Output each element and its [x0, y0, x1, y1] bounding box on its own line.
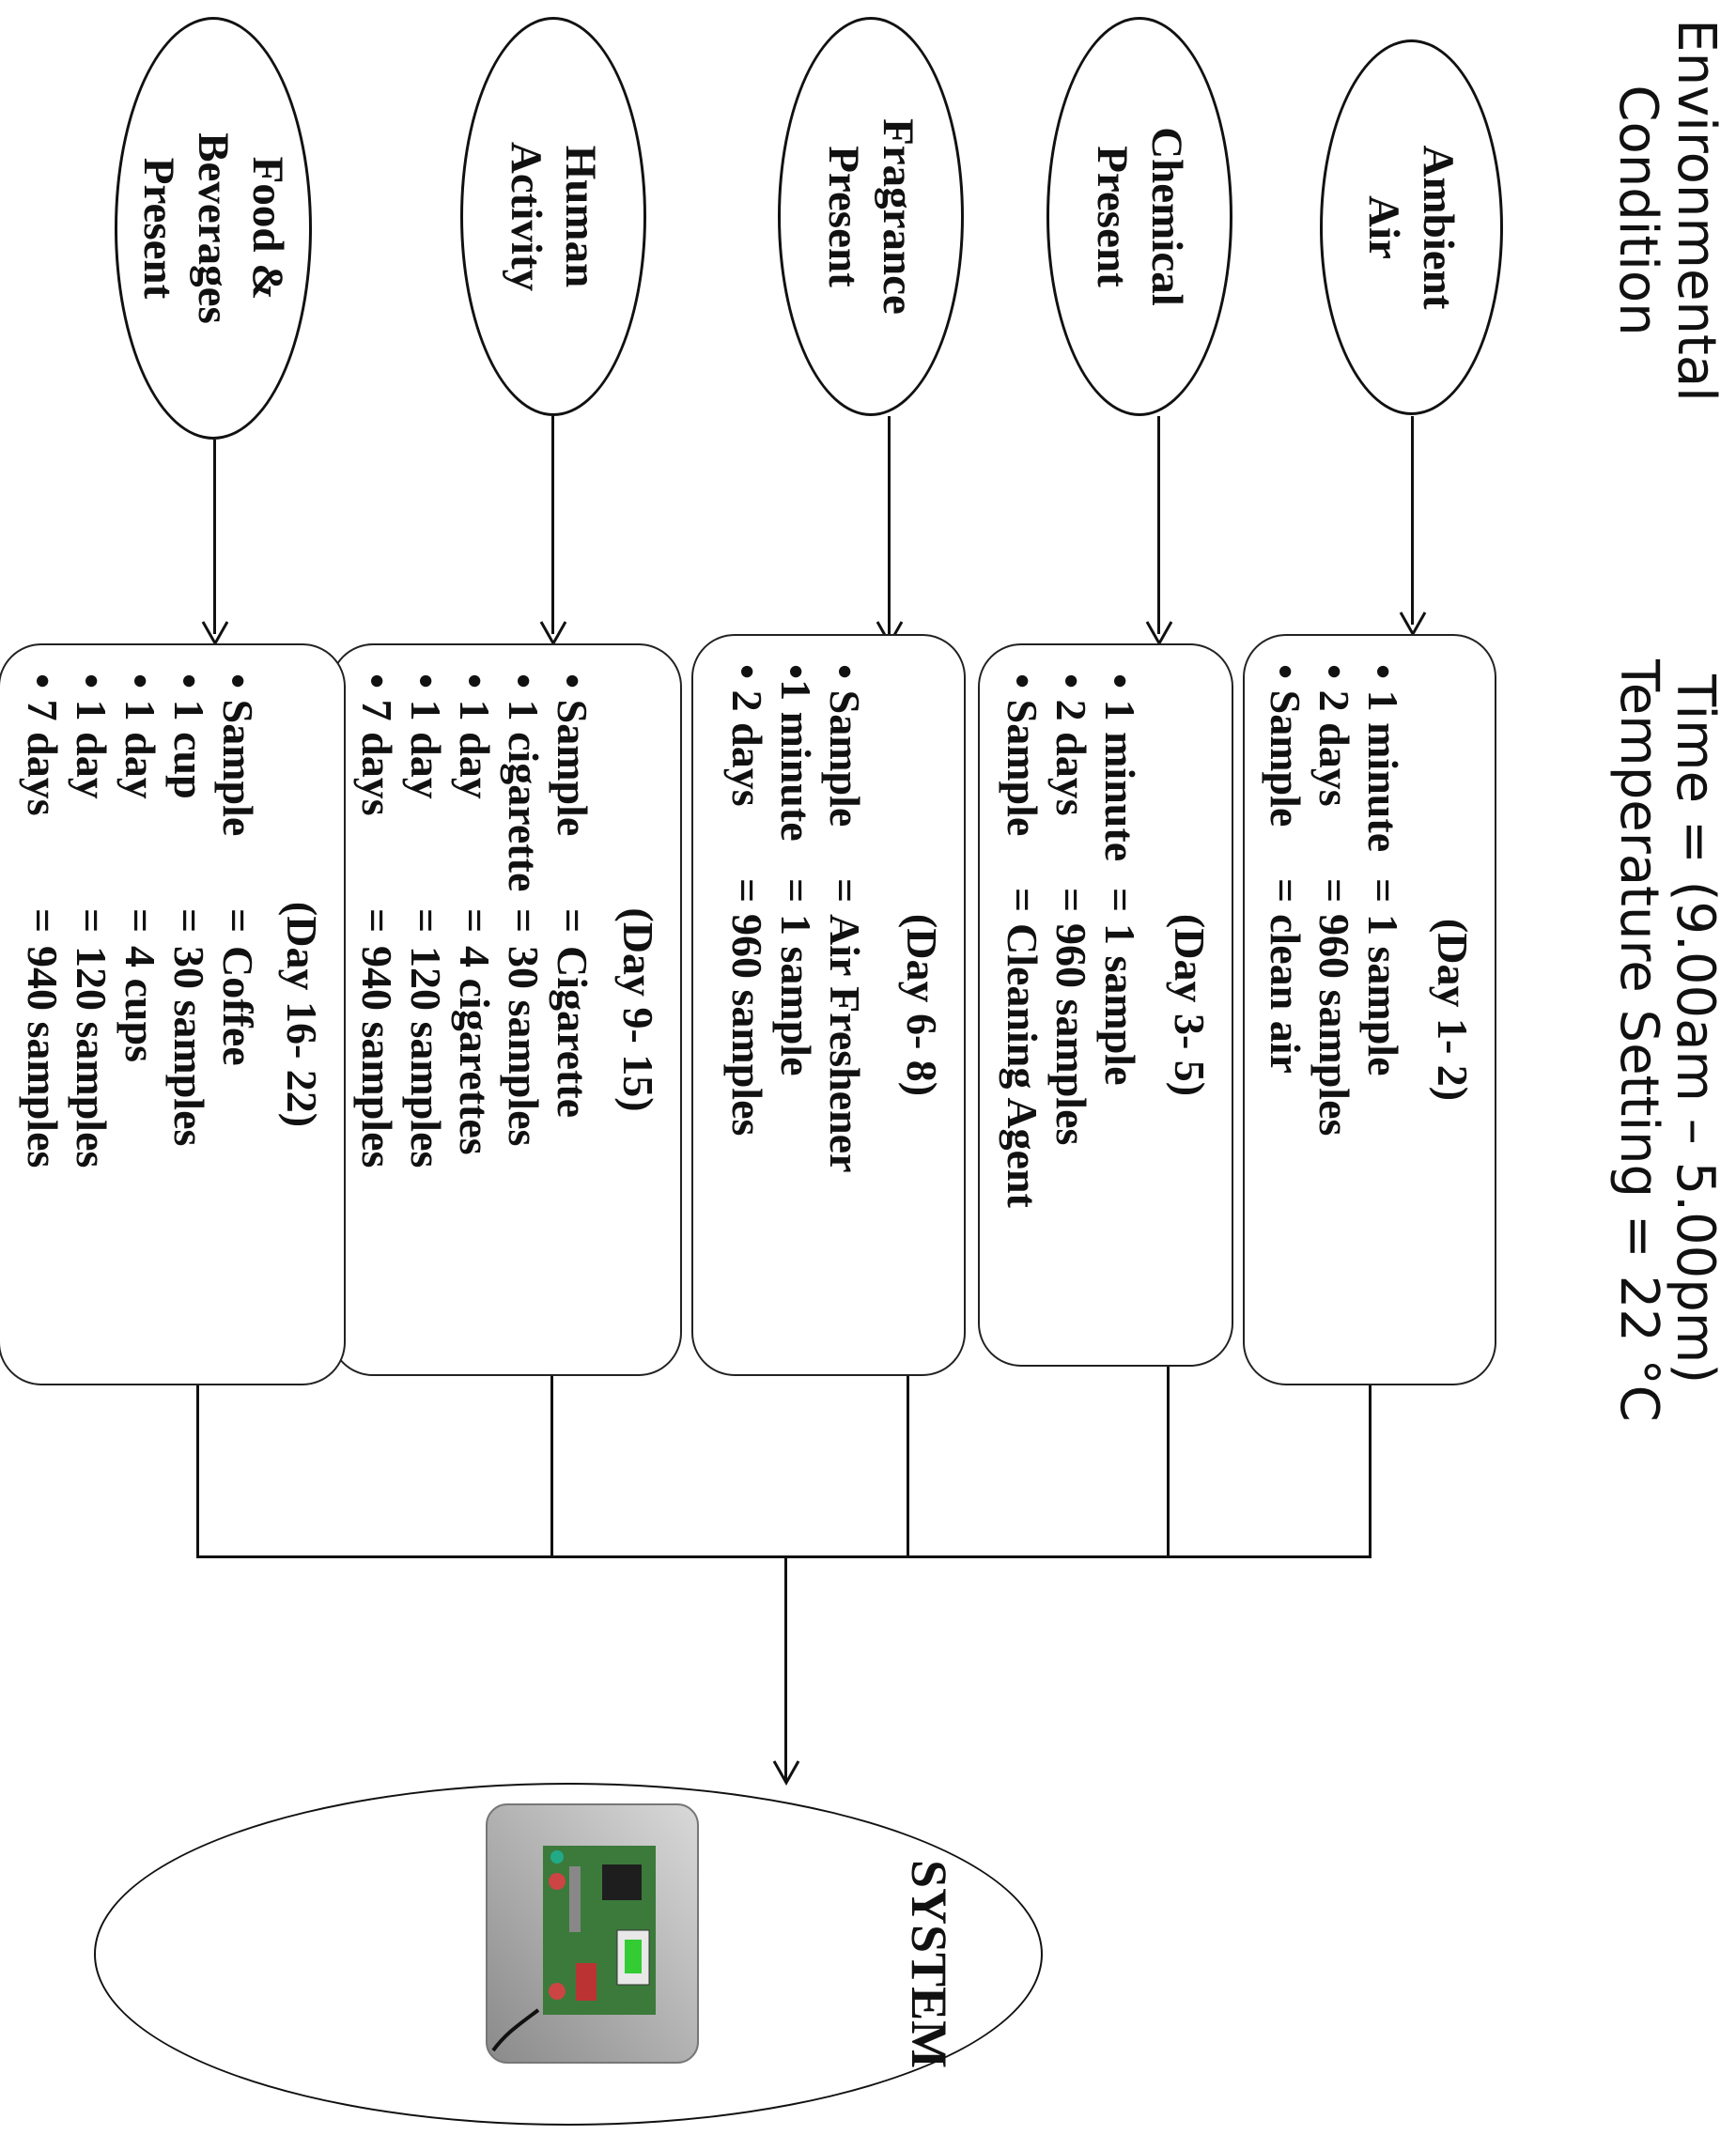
detail-box-human-activity: (Day 9- 15) • Sample = Cigarette • 1 cig… — [330, 643, 682, 1376]
detail-box-chemical-present: (Day 3- 5) • 1 minute = 1 sample • 2 day… — [978, 643, 1233, 1367]
day-range: (Day 6- 8) — [898, 913, 946, 1097]
day-range: (Day 9- 15) — [614, 907, 662, 1112]
arrowhead-system — [772, 1760, 800, 1787]
arrowhead-food — [201, 621, 229, 647]
day-range: (Day 1- 2) — [1429, 918, 1477, 1102]
device-image — [486, 1803, 699, 2064]
day-range: (Day 3- 5) — [1166, 913, 1214, 1097]
merge-line-chemical — [1167, 1367, 1170, 1557]
merge-line-food — [196, 1385, 199, 1557]
detail-box-ambient-air: (Day 1- 2) • 1 minute = 1 sample • 2 day… — [1243, 634, 1496, 1385]
merge-line-fragrance — [907, 1376, 909, 1557]
day-range: (Day 16- 22) — [278, 901, 326, 1128]
arrowhead-chemical — [1145, 621, 1173, 647]
merge-line-ambient — [1369, 1385, 1372, 1557]
system-connector — [784, 1557, 787, 1783]
detail-box-food-beverages: (Day 16- 22) • Sample = Coffee • 1 cup =… — [0, 643, 346, 1385]
detail-box-fragrance-present: (Day 6- 8) • Sample = Air Freshener •1 m… — [691, 634, 966, 1376]
merge-line-human — [550, 1376, 553, 1557]
arrowhead-ambient — [1399, 611, 1427, 638]
arrowhead-human — [539, 621, 567, 647]
system-label: SYSTEM — [901, 1860, 957, 2069]
